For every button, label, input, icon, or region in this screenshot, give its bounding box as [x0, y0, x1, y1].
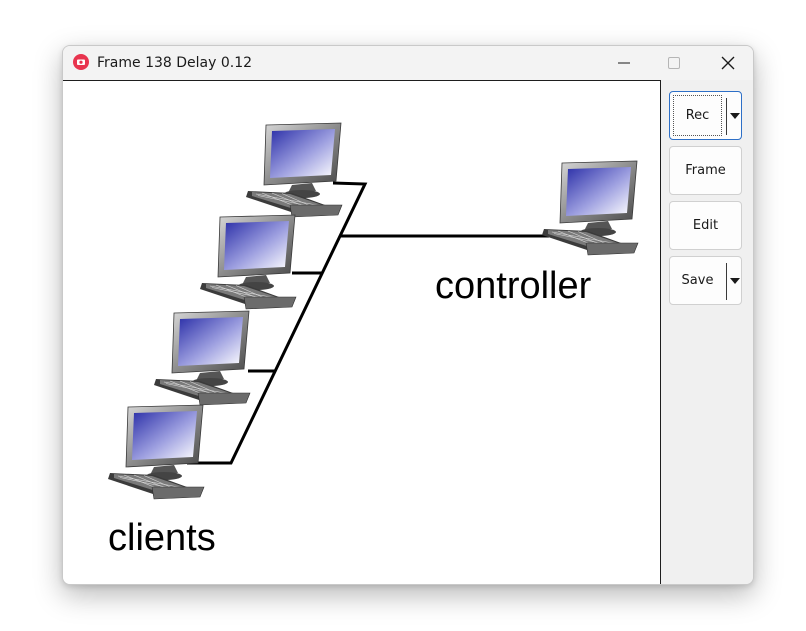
focus-ring: [673, 95, 722, 136]
network-diagram: [107, 122, 639, 500]
close-button[interactable]: [705, 46, 751, 80]
client-computer-3: [153, 310, 251, 406]
controller-computer: [541, 160, 639, 256]
clients-label: clients: [108, 517, 216, 559]
rec-button[interactable]: Rec: [669, 91, 742, 140]
save-button[interactable]: Save: [669, 256, 742, 305]
app-camera-icon: [73, 54, 89, 70]
save-label: Save: [681, 273, 714, 288]
minimize-icon: [618, 62, 630, 64]
edit-label: Edit: [692, 218, 719, 233]
frame-button[interactable]: Frame: [669, 146, 742, 195]
network-links: [187, 181, 549, 465]
client-computer-2: [199, 214, 297, 310]
controller-label: controller: [435, 265, 592, 307]
capture-canvas: controller clients: [63, 80, 661, 584]
side-toolbar: Rec Frame Edit Save: [661, 80, 753, 584]
close-icon: [721, 56, 735, 70]
client-computer-1: [245, 122, 343, 218]
title-bar[interactable]: Frame 138 Delay 0.12: [63, 46, 753, 80]
split-divider: [726, 98, 727, 135]
minimize-button[interactable]: [601, 46, 647, 80]
maximize-button[interactable]: [651, 46, 697, 80]
maximize-icon: [668, 57, 680, 69]
save-dropdown-arrow-icon[interactable]: [730, 278, 740, 284]
rec-dropdown-arrow-icon[interactable]: [730, 113, 740, 119]
split-divider: [726, 263, 727, 300]
window-title: Frame 138 Delay 0.12: [97, 55, 253, 71]
client-computer-4: [107, 404, 205, 500]
edit-button[interactable]: Edit: [669, 201, 742, 250]
frame-label: Frame: [685, 163, 726, 178]
rec-label: Rec: [685, 108, 710, 123]
app-window: Frame 138 Delay 0.12: [62, 45, 754, 585]
